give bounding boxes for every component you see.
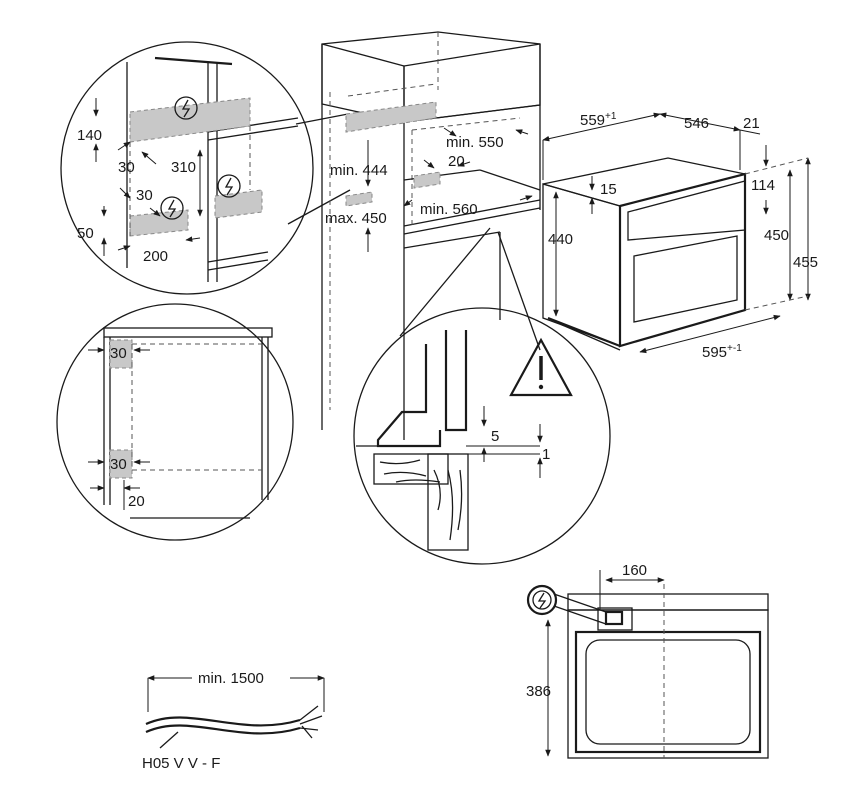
dim-label-559: 559+1 [580,111,617,129]
vent-zone-bottom [129,209,189,237]
dim-label-200: 200 [143,248,168,265]
dim-label-50: 50 [77,225,94,242]
dim-label-20: 20 [128,493,145,510]
power-cable: min. 1500 H05 V V - F [142,670,325,772]
dim-label-30: 30 [110,345,127,362]
oven-front-view: 160 386 [526,562,769,759]
dim-label-min444: min. 444 [330,162,388,179]
detail-circle-bottom-center: 5 1 [353,307,611,565]
oven-isometric: 559+1 546 21 15 114 440 450 455 595+-1 [542,111,818,361]
dim-label-30: 30 [110,456,127,473]
dim-label-15: 15 [600,181,617,198]
dim-label-21: 21 [743,115,760,132]
detail-circle-top-left: 140 30 310 30 50 200 [60,41,314,295]
electric-symbol-icon [217,174,241,198]
dim-label-5: 5 [491,428,499,445]
dim-label-450: 450 [764,227,789,244]
dim-label-min1500: min. 1500 [198,670,264,687]
dim-label-546: 546 [684,115,709,132]
warning-icon [509,337,573,397]
dim-label-20: 20 [448,153,465,170]
vent-zone-top [129,97,251,143]
dim-label-595: 595+-1 [702,343,742,361]
dim-label-114: 114 [751,177,775,194]
dim-label-max450: max. 450 [325,210,387,227]
electric-symbol-icon [174,96,198,120]
dim-label-min560: min. 560 [420,201,478,218]
dim-label-min550: min. 550 [446,134,504,151]
electric-symbol-icon [526,584,558,616]
dim-label-310: 310 [171,159,196,176]
detail-circle-mid-left: 30 30 20 [56,303,294,541]
dim-label-30: 30 [136,187,153,204]
kitchen-cabinet: min. 444 max. 450 min. 550 20 min. 560 [321,31,541,440]
dim-label-140: 140 [77,127,102,144]
dim-label-440: 440 [548,231,573,248]
cable-type-label: H05 V V - F [142,755,220,772]
electric-symbol-icon [160,196,184,220]
dim-label-1: 1 [542,446,550,463]
dim-label-386: 386 [526,683,551,700]
dim-label-160: 160 [622,562,647,579]
dim-label-455: 455 [793,254,818,271]
dim-label-30: 30 [118,159,135,176]
